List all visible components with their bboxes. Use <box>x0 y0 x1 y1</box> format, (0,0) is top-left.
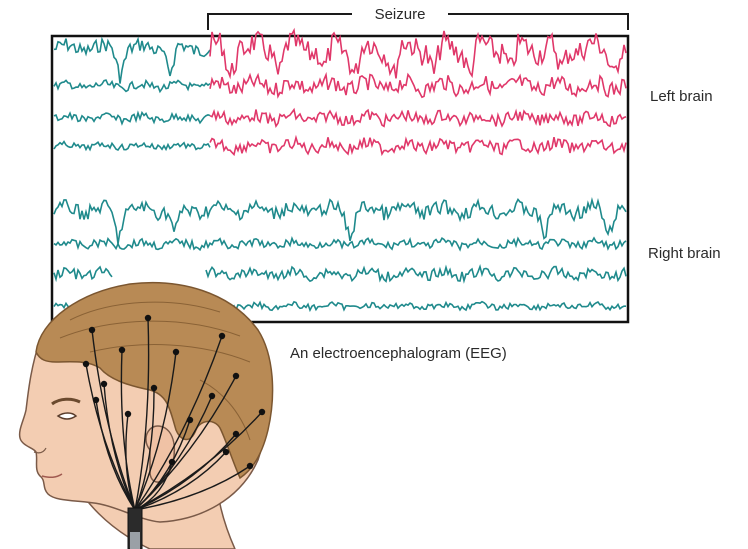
head-profile-illustration <box>18 281 274 549</box>
right-brain-label: Right brain <box>648 245 721 262</box>
electrode-icon <box>168 458 176 466</box>
electrode-icon <box>208 392 216 400</box>
cable-connector <box>130 532 140 549</box>
eye <box>56 412 78 420</box>
electrode-wire <box>134 317 150 511</box>
electrode-array <box>82 314 266 511</box>
eeg-traces <box>53 27 627 313</box>
electrode-icon <box>222 448 230 456</box>
electrode-icon <box>232 430 240 438</box>
electrode-icon <box>88 326 96 334</box>
eeg-trace-normal-3 <box>53 110 211 126</box>
eyebrow <box>51 397 81 406</box>
electrode-icon <box>172 348 180 356</box>
electrode-wire <box>134 451 227 511</box>
electrode-icon <box>92 396 100 404</box>
eeg-trace-normal-5 <box>53 196 627 245</box>
eeg-trace-seizure-1 <box>209 27 627 80</box>
eeg-trace-normal-6 <box>53 235 627 252</box>
electrode-wire <box>134 335 223 511</box>
hair-strands <box>59 301 251 441</box>
eeg-trace-seizure-2 <box>209 71 627 99</box>
electrode-wire <box>125 413 136 511</box>
eeg-caption: An electroencephalogram (EEG) <box>290 345 507 362</box>
electrode-icon <box>100 380 108 388</box>
electrode-wire <box>134 461 173 511</box>
eeg-frame <box>50 34 630 324</box>
electrode-wire <box>120 349 136 511</box>
eeg-trace-normal-4 <box>53 140 211 152</box>
eeg-trace-normal-1 <box>53 36 211 84</box>
left-brain-label: Left brain <box>650 88 713 105</box>
electrode-icon <box>124 410 132 418</box>
electrode-icon <box>246 462 254 470</box>
mouth <box>41 473 63 479</box>
electrode-icon <box>258 408 266 416</box>
electrode-icon <box>232 372 240 380</box>
nose <box>33 447 47 454</box>
electrode-wire <box>95 399 136 511</box>
electrode-icon <box>118 346 126 354</box>
electrode-wire <box>103 383 136 511</box>
electrode-icon <box>144 314 152 322</box>
electrode-icon <box>218 332 226 340</box>
eeg-trace-seizure-4 <box>209 134 627 157</box>
electrode-icon <box>82 360 90 368</box>
electrode-wire <box>134 351 177 511</box>
electrode-wire <box>134 433 237 511</box>
hair <box>35 281 274 480</box>
electrode-wire <box>134 387 155 511</box>
eeg-trace-normal-2 <box>53 78 211 94</box>
eeg-trace-normal-7 <box>53 263 627 284</box>
electrode-wire <box>134 465 251 511</box>
electrode-wire <box>134 419 191 511</box>
seizure-label: Seizure <box>352 6 448 23</box>
electrode-wire <box>85 363 136 511</box>
electrode-icon <box>186 416 194 424</box>
eeg-trace-seizure-3 <box>209 107 627 128</box>
electrode-icon <box>150 384 158 392</box>
